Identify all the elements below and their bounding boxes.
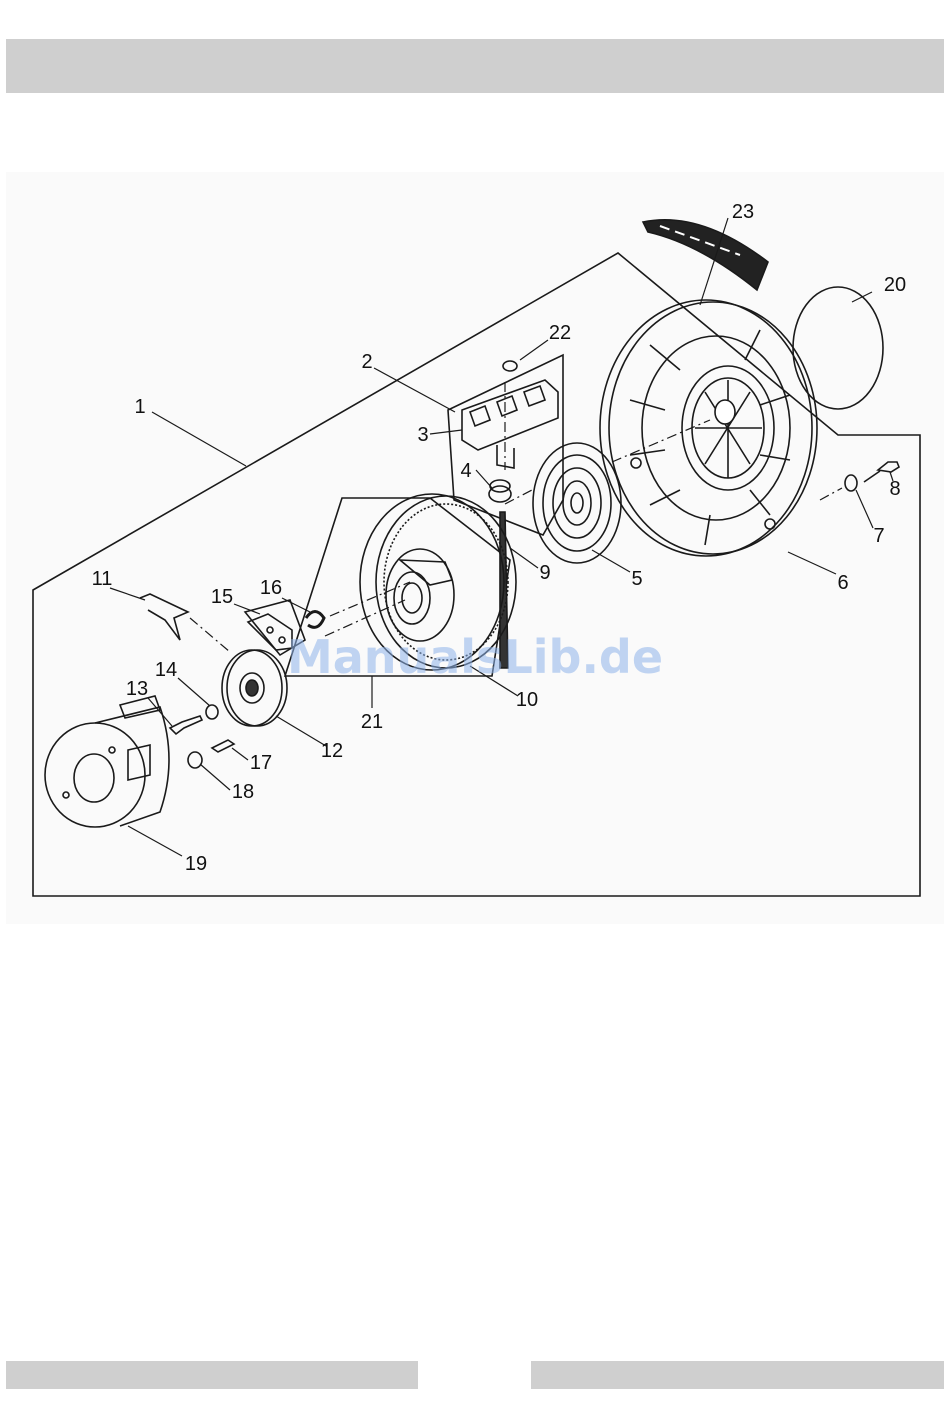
part-13-screw (170, 716, 202, 734)
leader-17 (232, 748, 248, 760)
footer-bar-right (531, 1361, 944, 1389)
part-19-cup (45, 696, 169, 827)
axis-line (190, 618, 230, 652)
watermark-text: ManualsLib.de (287, 630, 663, 684)
callout-9: 9 (539, 562, 550, 584)
leader-22 (520, 340, 548, 360)
callout-17: 17 (250, 752, 272, 774)
callout-16: 16 (260, 577, 282, 599)
callout-15: 15 (211, 586, 233, 608)
part-22-ring (503, 361, 517, 371)
callout-23: 23 (732, 201, 754, 223)
part-11-wire (140, 594, 188, 640)
part-15-pawl (248, 614, 292, 650)
exploded-parts-diagram: 1 2 3 4 5 6 7 8 9 10 11 12 13 14 15 16 1… (6, 172, 944, 924)
part-5-spring (533, 443, 621, 563)
part-20-ring (793, 287, 883, 409)
callout-18: 18 (232, 781, 254, 803)
part-12-plate (222, 650, 287, 726)
header-bar (6, 39, 944, 93)
callout-3: 3 (417, 424, 428, 446)
axis-line (820, 488, 842, 500)
part-14-washer (206, 705, 218, 719)
leader-3 (430, 430, 462, 434)
axis-line (612, 420, 710, 462)
callout-11: 11 (92, 568, 113, 590)
leader-5 (592, 550, 630, 572)
leader-6 (788, 552, 836, 574)
callout-6: 6 (837, 572, 848, 594)
leader-19 (128, 826, 182, 856)
part-3-handle (462, 380, 558, 468)
callout-20: 20 (884, 274, 906, 296)
callout-8: 8 (889, 478, 900, 500)
part-4-grommet (489, 480, 511, 502)
assembly-frame (33, 253, 920, 896)
part-6-housing (600, 300, 817, 556)
callout-2: 2 (361, 351, 372, 373)
part-23-label (643, 220, 768, 290)
callout-1: 1 (134, 396, 145, 418)
leader-12 (276, 716, 326, 746)
leader-14 (178, 678, 210, 706)
leader-20 (852, 292, 872, 302)
callout-13: 13 (126, 678, 148, 700)
footer-bar-left (6, 1361, 418, 1389)
leader-1 (152, 412, 246, 466)
leader-2 (374, 368, 455, 412)
callout-4: 4 (460, 460, 471, 482)
callout-22: 22 (549, 322, 571, 344)
callout-10: 10 (516, 689, 538, 711)
leader-11 (110, 588, 145, 600)
axis-line (505, 490, 532, 504)
callout-7: 7 (873, 525, 884, 547)
callout-5: 5 (631, 568, 642, 590)
part-7-washer (845, 475, 857, 491)
callout-14: 14 (155, 659, 177, 681)
leader-16 (282, 598, 310, 612)
part-18-washer (188, 752, 202, 768)
leader-7 (856, 490, 873, 528)
axis-line (330, 582, 410, 616)
part-16-clip (306, 612, 324, 628)
callout-12: 12 (321, 740, 343, 762)
leader-18 (200, 764, 230, 790)
leader-4 (476, 470, 492, 488)
callout-21: 21 (361, 711, 383, 733)
callout-19: 19 (185, 853, 207, 875)
part-17-screw (212, 740, 234, 752)
